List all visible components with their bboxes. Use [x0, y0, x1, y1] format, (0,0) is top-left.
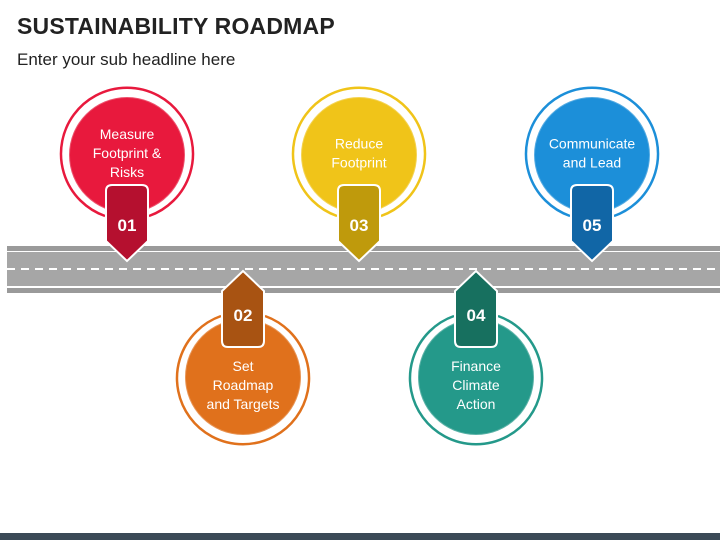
step-tab [454, 269, 498, 348]
step-number: 03 [350, 216, 369, 235]
step-label-line: Risks [110, 164, 144, 180]
step-label-line: Set [232, 358, 253, 374]
step-number: 05 [583, 216, 602, 235]
step-label-line: Climate [452, 377, 500, 393]
step-label-line: Finance [451, 358, 501, 374]
step-label-line: Communicate [549, 136, 636, 152]
step-circle [69, 97, 185, 213]
step-number: 04 [467, 306, 486, 325]
step-label-line: Footprint & [93, 145, 162, 161]
step-ring [408, 314, 544, 446]
footer-bar [0, 533, 720, 540]
step-ring [524, 86, 660, 218]
step-circle [534, 97, 650, 213]
step-label-line: and Lead [563, 155, 621, 171]
step-ring [291, 86, 427, 218]
step-number: 02 [234, 306, 253, 325]
step-label-line: Measure [100, 126, 155, 142]
step-label-line: and Targets [207, 396, 280, 412]
step-circle [185, 319, 301, 435]
step-tab [221, 269, 265, 348]
step-tab [337, 184, 381, 263]
step-label-line: Roadmap [213, 377, 274, 393]
step-tab [105, 184, 149, 263]
step-ring [59, 86, 195, 218]
step-tab [570, 184, 614, 263]
step-number: 01 [118, 216, 137, 235]
step-circle [301, 97, 417, 213]
step-ring [175, 314, 311, 446]
step-label-line: Reduce [335, 136, 383, 152]
page-title: SUSTAINABILITY ROADMAP [17, 13, 335, 39]
page-subtitle: Enter your sub headline here [17, 50, 236, 69]
step-label-line: Action [457, 396, 496, 412]
roadmap-step-05[interactable]: 05 Communicate and Lead [524, 86, 660, 263]
step-circle [418, 319, 534, 435]
step-label-line: Footprint [331, 155, 386, 171]
road-edge-bottom [7, 288, 720, 293]
